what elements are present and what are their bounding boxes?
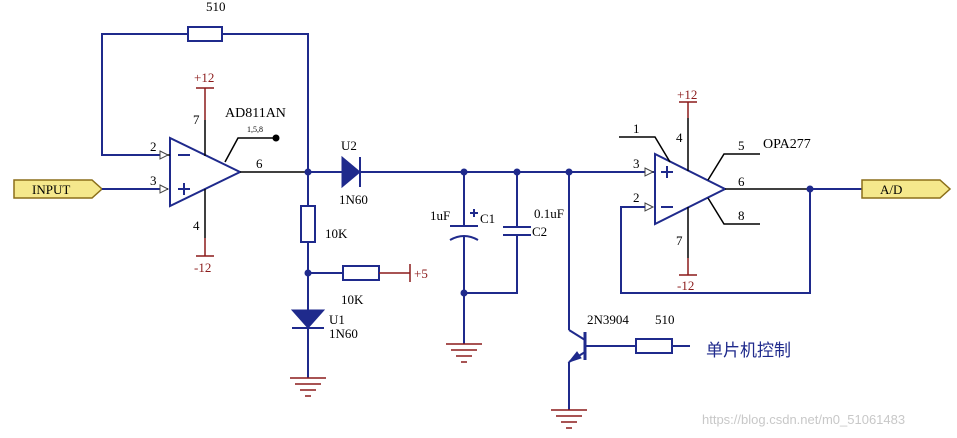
diode-u1-ref: U1 bbox=[329, 312, 345, 327]
opamp2-part: OPA277 bbox=[763, 137, 811, 152]
diode-u2-part: 1N60 bbox=[339, 192, 368, 207]
shunt-resistor bbox=[300, 205, 316, 243]
opamp2-vpos: +12 bbox=[677, 87, 697, 102]
ground-symbol-1 bbox=[290, 377, 326, 397]
ground-symbol-2 bbox=[446, 343, 482, 363]
input-port-label: INPUT bbox=[32, 182, 70, 197]
opamp2-pin-5: 5 bbox=[738, 138, 745, 153]
diode-u1: U1 1N60 bbox=[290, 309, 358, 341]
transistor-2n3904: 2N3904 bbox=[567, 312, 629, 364]
base-resistor bbox=[635, 338, 673, 354]
bias-resistor bbox=[342, 265, 380, 281]
opamp-ad811an: 2 3 6 7 4 1,5,8 AD811AN +12 -12 bbox=[150, 70, 308, 275]
feedback-resistor bbox=[187, 26, 223, 42]
opamp1-pin-nc: 1,5,8 bbox=[247, 125, 263, 134]
opamp1-pin-vpos: 7 bbox=[193, 112, 200, 127]
feedback-resistor-value: 510 bbox=[206, 0, 226, 14]
base-resistor-value: 510 bbox=[655, 312, 675, 327]
bias-rail: +5 bbox=[414, 266, 428, 281]
diode-u2-ref: U2 bbox=[341, 138, 357, 153]
ad-port-label: A/D bbox=[880, 182, 902, 197]
watermark: https://blog.csdn.net/m0_51061483 bbox=[702, 412, 905, 427]
capacitor-c2: 0.1uF C2 bbox=[503, 206, 564, 239]
input-port: INPUT bbox=[13, 179, 104, 199]
mcu-control-label: 单片机控制 bbox=[706, 341, 791, 361]
diode-u1-part: 1N60 bbox=[329, 326, 358, 341]
opamp2-pin-plus: 3 bbox=[633, 156, 640, 171]
opamp2-vneg: -12 bbox=[677, 278, 694, 293]
opamp2-pin-minus: 2 bbox=[633, 190, 640, 205]
opamp1-part: AD811AN bbox=[225, 106, 286, 121]
opamp2-pin-vpos: 4 bbox=[676, 130, 683, 145]
wire-follower-feedback bbox=[620, 189, 811, 294]
opamp2-pin-out: 6 bbox=[738, 174, 745, 189]
opamp1-vneg: -12 bbox=[194, 260, 211, 275]
ad-port: A/D bbox=[861, 179, 952, 199]
opamp2-pin-8: 8 bbox=[738, 208, 745, 223]
c1-value: 1uF bbox=[430, 208, 450, 223]
c2-ref: C2 bbox=[532, 224, 547, 239]
opamp1-vpos: +12 bbox=[194, 70, 214, 85]
shunt-resistor-value: 10K bbox=[325, 226, 348, 241]
ground-symbol-3 bbox=[551, 409, 587, 429]
feedback-loop: 510 bbox=[101, 0, 309, 172]
opamp2-pin-1: 1 bbox=[633, 121, 640, 136]
opamp1-pin-out: 6 bbox=[256, 156, 263, 171]
opamp1-pin-vneg: 4 bbox=[193, 218, 200, 233]
transistor-part: 2N3904 bbox=[587, 312, 629, 327]
bias-resistor-value: 10K bbox=[341, 292, 364, 307]
opamp-opa277: 1 3 2 4 7 5 6 8 OPA277 +12 -12 bbox=[619, 87, 811, 293]
opamp1-pin-minus: 2 bbox=[150, 139, 157, 154]
opamp2-pin-vneg: 7 bbox=[676, 233, 683, 248]
opamp1-pin-plus: 3 bbox=[150, 173, 157, 188]
c1-ref: C1 bbox=[480, 211, 495, 226]
capacitor-c1: 1uF C1 bbox=[430, 208, 495, 241]
c2-value: 0.1uF bbox=[534, 206, 564, 221]
